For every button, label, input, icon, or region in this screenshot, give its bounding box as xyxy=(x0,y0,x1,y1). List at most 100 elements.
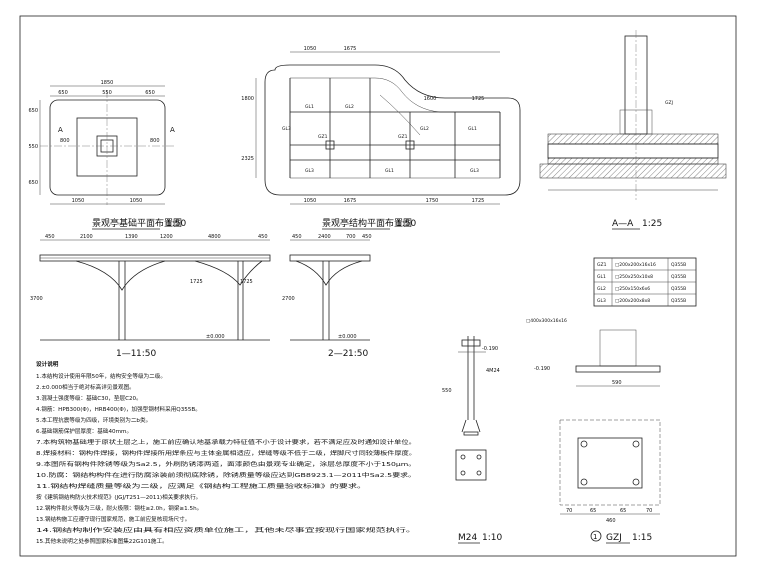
note-line-11: 11.钢结构焊缝质量等级为二级，应满足《钢结构工程施工质量验收标准》的要求。 xyxy=(36,482,366,490)
roof-outline xyxy=(264,64,521,196)
fp-level-2: 800 xyxy=(150,138,160,144)
sp-dim-left-1: 1800 xyxy=(241,96,254,102)
sp-dim-top-2: 1675 xyxy=(344,46,357,52)
sp-dim-bot-2: 1675 xyxy=(344,198,357,204)
foundation-plan: 1850 650 550 650 1050 1050 650 550 650 8… xyxy=(28,80,186,230)
e2-ground: ±0.000 xyxy=(338,334,357,340)
table-steel-4: Q355B xyxy=(671,298,686,304)
note-line-7: 7.本构筑物基础埋于原状土层之上，施工前应确认地基承载力特征值不小于设计要求，若… xyxy=(36,438,416,446)
anchor-detail: -0.190 4M24 550 M24 1:10 xyxy=(442,336,502,544)
aa-footing xyxy=(547,143,719,159)
section-aa-title: A—A xyxy=(612,219,634,229)
structure-plan: GL1 GL2 GL3 GZ1 GZ1 GL2 GL1 GL3 GL1 GL3 … xyxy=(241,46,521,230)
gzj-detail: □400x300x16x16 -0.190 590 70 65 65 70 46… xyxy=(526,318,661,544)
structure-plan-scale: 1:50 xyxy=(396,219,416,229)
note-line-5: 5.本工程抗震等级为四级，环境类别为二b类。 xyxy=(36,416,151,424)
fp-dim-bot-2: 1050 xyxy=(130,198,143,204)
note-line-14: 13.钢结构施工应遵守现行国家规范，施工前应复核现场尺寸。 xyxy=(36,515,190,523)
table-section-1: □200x200x16x16 xyxy=(615,262,656,268)
sp-member-5: GZ1 xyxy=(398,134,408,140)
section-11-title: 1—1 xyxy=(116,349,136,359)
sp-member-6: GL2 xyxy=(420,126,429,132)
note-line-9: 9.本图所有钢构件除锈等级为Sa2.5，外刷防锈漆两道，面漆颜色由景观专业确定，… xyxy=(36,460,416,468)
fp-dim-top-2: 550 xyxy=(102,90,112,96)
e1-dim-4: 1200 xyxy=(160,234,173,240)
anchor-title: M24 xyxy=(458,533,477,543)
e1-dim-3: 1390 xyxy=(125,234,138,240)
section-aa: GZJ A—A 1:25 xyxy=(539,30,727,230)
gzj-bot-2: 65 xyxy=(590,508,596,514)
gzj-level: -0.190 xyxy=(534,366,550,372)
section-aa-scale: 1:25 xyxy=(642,219,662,229)
gzj-title: GZJ xyxy=(606,533,622,543)
sp-dim-top-1: 1050 xyxy=(304,46,317,52)
note-line-2: 2.±0.000相当于绝对标高详见景观图。 xyxy=(36,383,135,391)
note-line-8: 8.焊接材料：钢构件焊接，钢构件焊接所用焊条应与主体金属相适应，焊缝等级不低于二… xyxy=(36,449,416,457)
note-line-15: 14.钢结构制作安装应由具有相应资质单位施工，其他未尽事宜按现行国家规范执行。 xyxy=(36,526,416,534)
notes-heading: 设计说明 xyxy=(36,360,59,368)
aa-gzj-label: GZJ xyxy=(665,100,673,106)
table-id-2: GL1 xyxy=(597,274,606,280)
table-steel-2: Q355B xyxy=(671,274,686,280)
fp-dim-top-3: 650 xyxy=(145,90,155,96)
fp-section-mark-right: A xyxy=(170,126,175,134)
sp-member-2: GL2 xyxy=(345,104,354,110)
e1-dim-2: 2100 xyxy=(80,234,93,240)
sp-member-9: GL1 xyxy=(385,168,394,174)
note-line-6: 6.基础钢筋保护层厚度：基础40mm。 xyxy=(36,427,132,435)
sp-member-1: GL1 xyxy=(305,104,314,110)
sp-dim-top-3: 1600 xyxy=(424,96,437,102)
e2-height: 2700 xyxy=(282,296,295,302)
note-line-3: 3.混凝土强度等级：基础C30，垫层C20。 xyxy=(36,394,142,402)
fp-dim-left-2: 550 xyxy=(28,144,38,150)
table-section-4: □200x200x8x8 xyxy=(615,298,650,304)
section-22: 450 2400 700 450 ±0.000 2700 2—2 1:50 xyxy=(282,234,372,359)
sp-dim-bot-1: 1050 xyxy=(304,198,317,204)
structure-plan-title: 景观亭结构平面布置图 xyxy=(322,217,412,229)
e2-dim-3: 700 xyxy=(346,234,356,240)
gzj-title-index: 1 xyxy=(593,533,597,541)
gzj-width: 590 xyxy=(612,380,622,386)
fp-level-1: 800 xyxy=(60,138,70,144)
anchor-plan xyxy=(455,449,487,481)
table-id-1: GZ1 xyxy=(597,262,607,268)
aa-cushion xyxy=(539,163,727,179)
note-line-12: 按《建筑钢结构防火技术规范》(JGJ/T251—2011)相关要求执行。 xyxy=(36,493,201,501)
gzj-bot-3: 65 xyxy=(620,508,626,514)
table-steel-1: Q355B xyxy=(671,262,686,268)
fp-dim-left-1: 650 xyxy=(28,108,38,114)
foundation-plan-scale: 1:50 xyxy=(166,219,186,229)
anchor-scale: 1:10 xyxy=(482,533,502,543)
gzj-bot-1: 70 xyxy=(566,508,572,514)
anchor-height: 550 xyxy=(442,388,452,394)
sp-member-4: GZ1 xyxy=(318,134,328,140)
e2-dim-2: 2400 xyxy=(318,234,331,240)
gzj-bot-4: 70 xyxy=(646,508,652,514)
e1-dim-6: 450 xyxy=(258,234,268,240)
e1-sub-2: 1725 xyxy=(240,279,253,285)
gzj-bot-total: 460 xyxy=(606,518,616,524)
section-22-title: 2—2 xyxy=(328,349,348,359)
e2-dim-1: 450 xyxy=(292,234,302,240)
table-steel-3: Q355B xyxy=(671,286,686,292)
sp-dim-top-4: 1725 xyxy=(472,96,485,102)
sp-dim-bot-4: 1725 xyxy=(472,198,485,204)
sheet-border xyxy=(19,15,737,557)
note-line-4: 4.钢筋：HPB300(Φ)，HRB400(Φ)，加强型钢材料采用Q355B。 xyxy=(36,405,201,413)
foundation-plan-title: 景观亭基础平面布置图 xyxy=(92,217,182,229)
fp-dim-top-total: 1850 xyxy=(101,80,114,86)
table-id-3: GL2 xyxy=(597,286,606,292)
gzj-plate-plan xyxy=(599,329,637,367)
note-line-10: 10.防腐：钢结构构件在进行防腐涂装前须彻底除锈，除锈质量等级应达到GB8923… xyxy=(36,471,416,479)
e1-sub-1: 1725 xyxy=(190,279,203,285)
sp-member-7: GL1 xyxy=(468,126,477,132)
table-section-3: □250x150x6x6 xyxy=(615,286,650,292)
e1-height: 3700 xyxy=(30,296,43,302)
sp-dim-bot-3: 1750 xyxy=(426,198,439,204)
section-11-scale: 1:50 xyxy=(136,349,156,359)
note-line-13: 12.钢构件耐火等级为三级，耐火极限：钢柱≥2.0h，钢梁≥1.5h。 xyxy=(36,504,202,512)
note-line-16: 15.其他未说明之处参照国家标准图集22G101施工。 xyxy=(36,537,168,545)
table-id-4: GL3 xyxy=(597,298,606,304)
table-section-2: □250x250x10x8 xyxy=(615,274,653,280)
